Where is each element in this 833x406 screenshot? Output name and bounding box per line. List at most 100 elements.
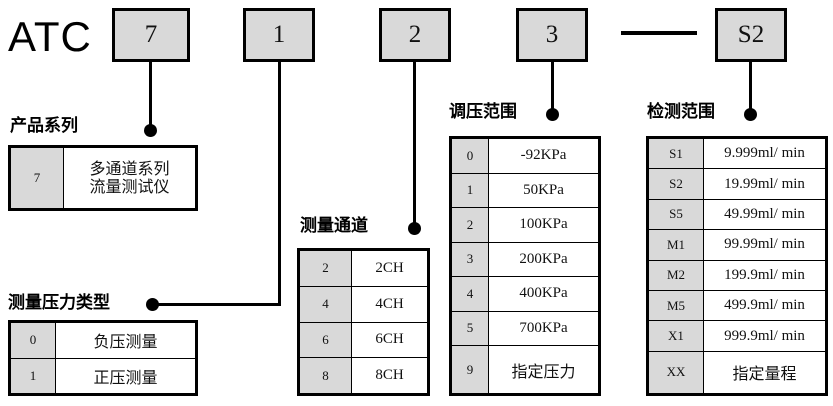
- code-box-channel: 2: [379, 8, 451, 62]
- table-detection-range: S1 9.999ml/ min S2 19.99ml/ min S5 49.99…: [646, 136, 828, 396]
- table-row: 3 200KPa: [451, 241, 599, 277]
- table-row: 5 700KPa: [451, 310, 599, 346]
- cell-key: 2: [299, 250, 352, 287]
- label-detection-range: 检测范围: [647, 102, 715, 122]
- code-box-series: 7: [112, 8, 190, 62]
- connector-pressure-type-hline: [152, 303, 281, 306]
- cell-key: 4: [451, 276, 489, 312]
- connector-series-line: [149, 62, 152, 129]
- table-row: 0 负压测量: [10, 322, 196, 359]
- cell-value: 50KPa: [488, 172, 599, 208]
- cell-value-line1: 多通道系列: [89, 158, 170, 178]
- cell-value: 8CH: [351, 357, 428, 394]
- cell-key: X1: [648, 320, 704, 352]
- cell-key: 5: [451, 310, 489, 346]
- table-row: 1 50KPa: [451, 172, 599, 208]
- table-row: M2 199.9ml/ min: [648, 259, 826, 291]
- cell-value: 4CH: [351, 285, 428, 323]
- cell-value: 19.99ml/ min: [703, 168, 826, 200]
- model-separator-dash: [621, 31, 697, 35]
- cell-value: 199.9ml/ min: [703, 259, 826, 291]
- cell-value: 多通道系列 流量测试仪: [63, 147, 196, 209]
- cell-key: M5: [648, 289, 704, 322]
- connector-pressure-type-vline: [278, 62, 281, 305]
- cell-key: 2: [451, 207, 489, 243]
- table-row: X1 999.9ml/ min: [648, 320, 826, 352]
- table-product-series: 7 多通道系列 流量测试仪: [8, 145, 198, 211]
- cell-key: 0: [451, 138, 489, 174]
- table-row: S2 19.99ml/ min: [648, 168, 826, 200]
- cell-value: 499.9ml/ min: [703, 289, 826, 322]
- table-row: 2 2CH: [299, 250, 428, 287]
- label-pressure-type: 测量压力类型: [8, 293, 110, 313]
- code-box-pressure-type-value: 1: [272, 21, 286, 48]
- cell-key: 8: [299, 357, 352, 394]
- cell-key: S2: [648, 168, 704, 200]
- cell-value: 9.999ml/ min: [703, 137, 826, 170]
- connector-channel-line: [413, 62, 416, 228]
- table-row: M1 99.99ml/ min: [648, 229, 826, 261]
- table-row: 6 6CH: [299, 321, 428, 359]
- table-row: 4 400KPa: [451, 276, 599, 312]
- code-box-detection-range: S2: [715, 8, 787, 62]
- connector-series-dot: [144, 124, 157, 137]
- table-pressure-range: 0 -92KPa 1 50KPa 2 100KPa 3 200KPa 4 400…: [449, 136, 601, 396]
- table-row: 1 正压测量: [10, 357, 196, 394]
- cell-key: M2: [648, 259, 704, 291]
- cell-key: 9: [451, 345, 489, 394]
- connector-detection-range-line: [749, 62, 752, 113]
- table-row: M5 499.9ml/ min: [648, 289, 826, 322]
- label-pressure-range: 调压范围: [449, 102, 517, 122]
- cell-value: 指定量程: [703, 350, 826, 395]
- table-row: XX 指定量程: [648, 350, 826, 395]
- code-box-detection-range-value: S2: [737, 21, 765, 48]
- connector-pressure-range-line: [551, 62, 554, 113]
- cell-key: XX: [648, 350, 704, 395]
- cell-key: S5: [648, 198, 704, 231]
- table-row: 0 -92KPa: [451, 138, 599, 174]
- code-box-series-value: 7: [144, 21, 158, 48]
- label-measurement-channel: 测量通道: [300, 216, 368, 236]
- table-row: 9 指定压力: [451, 345, 599, 394]
- connector-detection-range-dot: [744, 108, 757, 121]
- connector-pressure-type-dot: [146, 298, 159, 311]
- cell-value: -92KPa: [488, 138, 599, 174]
- connector-pressure-range-dot: [546, 108, 559, 121]
- table-row: 8 8CH: [299, 357, 428, 394]
- cell-value: 指定压力: [488, 345, 599, 394]
- cell-value: 49.99ml/ min: [703, 198, 826, 231]
- label-product-series: 产品系列: [10, 116, 78, 136]
- cell-key: 6: [299, 321, 352, 359]
- table-row: S1 9.999ml/ min: [648, 137, 826, 170]
- cell-value: 6CH: [351, 321, 428, 359]
- cell-value: 700KPa: [488, 310, 599, 346]
- table-pressure-type: 0 负压测量 1 正压测量: [8, 320, 198, 396]
- cell-key: S1: [648, 137, 704, 170]
- cell-key: 1: [451, 172, 489, 208]
- model-prefix-atc: ATC: [8, 13, 92, 60]
- code-box-pressure-range-value: 3: [545, 21, 559, 48]
- cell-value: 999.9ml/ min: [703, 320, 826, 352]
- cell-value: 负压测量: [55, 322, 196, 359]
- cell-value: 2CH: [351, 250, 428, 287]
- table-row: 7 多通道系列 流量测试仪: [10, 147, 196, 209]
- table-row: 2 100KPa: [451, 207, 599, 243]
- cell-key: 1: [10, 357, 56, 394]
- code-box-pressure-range: 3: [516, 8, 588, 62]
- table-row: 4 4CH: [299, 285, 428, 323]
- cell-key: 4: [299, 285, 352, 323]
- cell-key: 3: [451, 241, 489, 277]
- cell-key: M1: [648, 229, 704, 261]
- cell-value: 200KPa: [488, 241, 599, 277]
- code-box-channel-value: 2: [408, 21, 422, 48]
- cell-value: 99.99ml/ min: [703, 229, 826, 261]
- cell-value: 正压测量: [55, 357, 196, 394]
- cell-value: 100KPa: [488, 207, 599, 243]
- table-row: S5 49.99ml/ min: [648, 198, 826, 231]
- table-measurement-channel: 2 2CH 4 4CH 6 6CH 8 8CH: [297, 248, 430, 396]
- cell-value: 400KPa: [488, 276, 599, 312]
- cell-key: 0: [10, 322, 56, 359]
- connector-channel-dot: [408, 222, 421, 235]
- cell-value-line2: 流量测试仪: [89, 177, 170, 196]
